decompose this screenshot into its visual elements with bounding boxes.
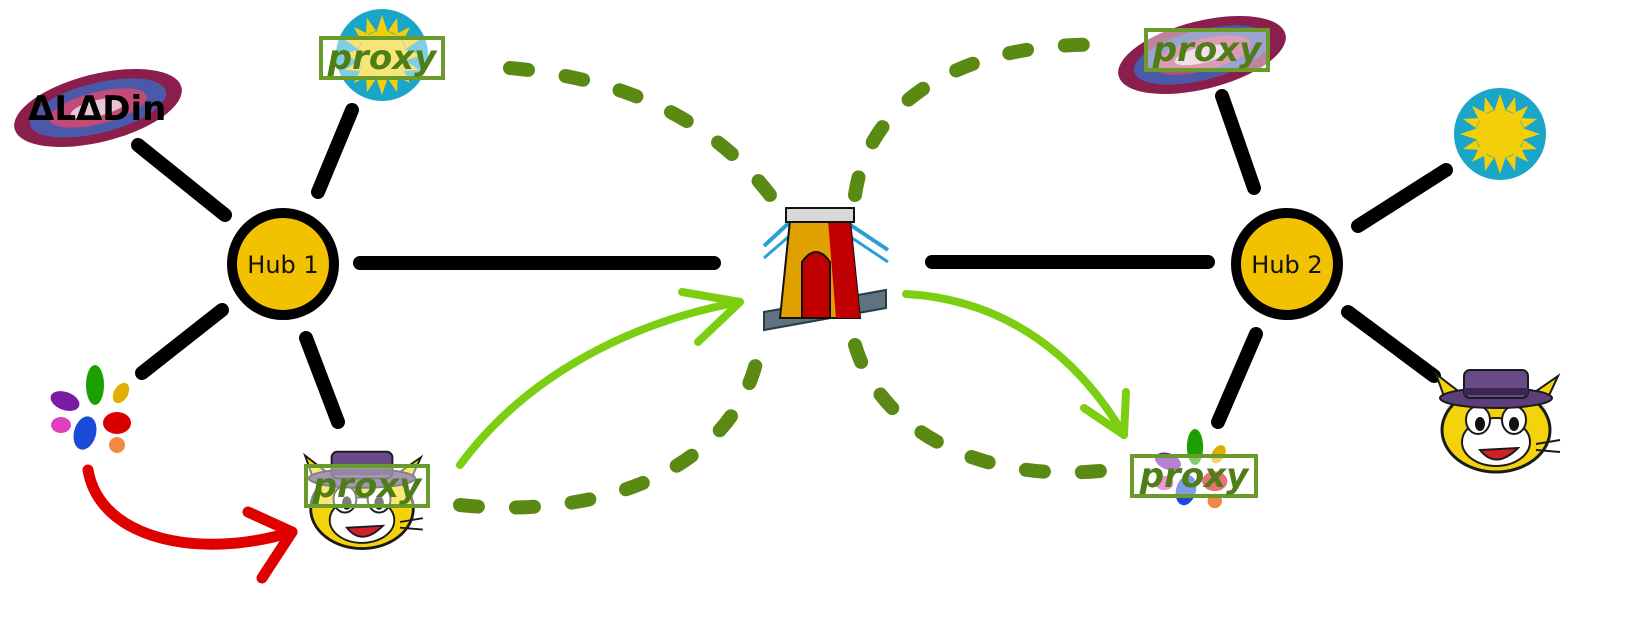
aladin-wordmark: ΔLΔDin bbox=[28, 89, 166, 129]
bridge-to-petals-proxy-arrowhead bbox=[1080, 388, 1130, 439]
bridge-icon[interactable] bbox=[762, 207, 890, 332]
hub1-to-sun-link bbox=[311, 103, 359, 199]
hub2-sun-client[interactable] bbox=[1454, 88, 1546, 180]
proxy-badge-hub1-cat: proxy bbox=[304, 464, 430, 508]
proxy-badge-frame bbox=[1144, 28, 1270, 72]
proxy-badge-frame bbox=[304, 464, 430, 508]
proxy-badge-hub2-aladin: proxy bbox=[1144, 28, 1270, 72]
colored-petals-icon bbox=[47, 365, 133, 453]
hub-2-circle bbox=[1231, 208, 1343, 320]
hub-1-circle bbox=[227, 208, 339, 320]
proxy-badge-hub2-petals: proxy bbox=[1130, 454, 1258, 498]
hub1-aladin-client[interactable]: ΔLΔDin bbox=[6, 54, 190, 162]
bridge-to-hub1-sun-proxy-link bbox=[503, 61, 777, 202]
hub1-to-cat-link bbox=[299, 331, 345, 429]
hub1-to-petals-link bbox=[135, 303, 229, 380]
hub1-petals-client[interactable] bbox=[47, 365, 133, 453]
hub-2[interactable]: Hub 2 bbox=[1231, 208, 1343, 320]
bridge-to-petals-proxy-arrow bbox=[902, 290, 1128, 439]
hub1-to-aladin-link bbox=[131, 138, 232, 222]
bridge-cable-right bbox=[844, 220, 890, 252]
proxy-badge-frame bbox=[1130, 454, 1258, 498]
cat-proxy-to-bridge-arrow bbox=[456, 298, 744, 469]
proxy-label: proxy bbox=[1139, 456, 1250, 496]
hub2-to-cat-link bbox=[1341, 305, 1441, 383]
proxy-badge-hub1-sun: proxy bbox=[319, 36, 445, 80]
message-arrows bbox=[456, 288, 1130, 469]
proxy-label: proxy bbox=[1152, 30, 1263, 70]
hub2-to-petals-link bbox=[1211, 327, 1263, 429]
bridge-arch bbox=[801, 251, 831, 319]
hub2-to-sun-link bbox=[1351, 163, 1453, 233]
bridge-cable-right-2 bbox=[845, 232, 889, 264]
petals-to-cat-arrowhead bbox=[242, 506, 298, 584]
proxy-label: proxy bbox=[327, 38, 438, 78]
hub-1-label: Hub 1 bbox=[247, 251, 318, 279]
bridge-tower-top bbox=[785, 207, 855, 223]
proxy-badge-frame bbox=[319, 36, 445, 80]
petals-to-cat-arrow bbox=[82, 464, 298, 550]
proxy-label: proxy bbox=[312, 466, 423, 506]
hub2-links bbox=[925, 89, 1453, 429]
cat-proxy-to-bridge-arrowhead bbox=[678, 288, 744, 346]
local-message-arrow bbox=[82, 464, 298, 584]
hub2-to-aladin-link bbox=[1215, 89, 1261, 195]
bridge-tower-shade bbox=[828, 220, 860, 318]
bridge-to-hub2-aladin-proxy-link bbox=[848, 37, 1117, 202]
sun-icon bbox=[1454, 88, 1546, 180]
hub2-cat-client[interactable] bbox=[1434, 368, 1562, 474]
hub-1[interactable]: Hub 1 bbox=[227, 208, 339, 320]
hub-2-label: Hub 2 bbox=[1251, 251, 1322, 279]
cat-icon bbox=[1434, 368, 1562, 474]
bridge-to-hub1-cat-proxy-link bbox=[453, 338, 767, 515]
bridge-cable-left bbox=[762, 218, 794, 248]
bridge-proxy-links bbox=[453, 37, 1117, 515]
hub1-links bbox=[131, 103, 721, 429]
